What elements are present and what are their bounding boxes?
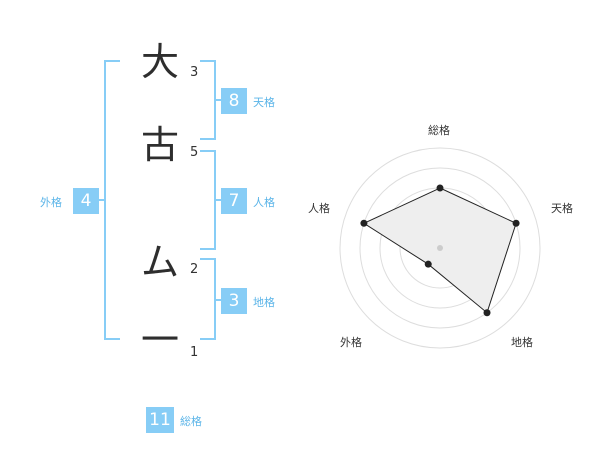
radar-point-2	[483, 309, 491, 317]
stroke-count-2: 5	[190, 145, 199, 160]
jinkaku-value: 7	[221, 188, 247, 214]
radar-point-0	[436, 184, 444, 192]
tenkaku-connector	[214, 99, 222, 101]
stroke-count-4: 1	[190, 345, 199, 360]
radar-center	[437, 245, 443, 251]
radar-points	[360, 184, 520, 317]
jinkaku-connector	[214, 199, 222, 201]
gaikaku-connector	[98, 199, 106, 201]
tenkaku-label: 天格	[253, 96, 275, 109]
radar-ring	[339, 147, 541, 349]
stroke-count-1: 3	[190, 65, 199, 80]
radar-axis-label-tenkaku: 天格	[551, 202, 573, 215]
name-char-3: ム	[140, 240, 179, 284]
tenkaku-value: 8	[221, 88, 247, 114]
gaikaku-value: 4	[73, 188, 99, 214]
radar-axis-label-gaikaku: 外格	[340, 336, 362, 349]
stroke-count-3: 2	[190, 262, 199, 277]
radar-ring	[359, 167, 521, 329]
name-char-4: 一	[140, 318, 179, 362]
soukaku-value: 11	[146, 407, 174, 433]
chikaku-connector	[214, 299, 222, 301]
name-char-1: 大	[140, 40, 179, 84]
radar-point-3	[424, 260, 432, 268]
radar-point-4	[360, 219, 368, 227]
radar-axis-label-jinkaku: 人格	[308, 202, 330, 215]
radar-axis-label-chikaku: 地格	[511, 336, 533, 349]
soukaku-label: 総格	[180, 415, 202, 428]
chikaku-value: 3	[221, 288, 247, 314]
jinkaku-label: 人格	[253, 196, 275, 209]
gaikaku-label: 外格	[40, 196, 62, 209]
radar-axis-label-soukaku: 総格	[428, 124, 450, 137]
chikaku-label: 地格	[253, 296, 275, 309]
name-char-2: 古	[140, 123, 179, 167]
radar-point-1	[512, 219, 520, 227]
